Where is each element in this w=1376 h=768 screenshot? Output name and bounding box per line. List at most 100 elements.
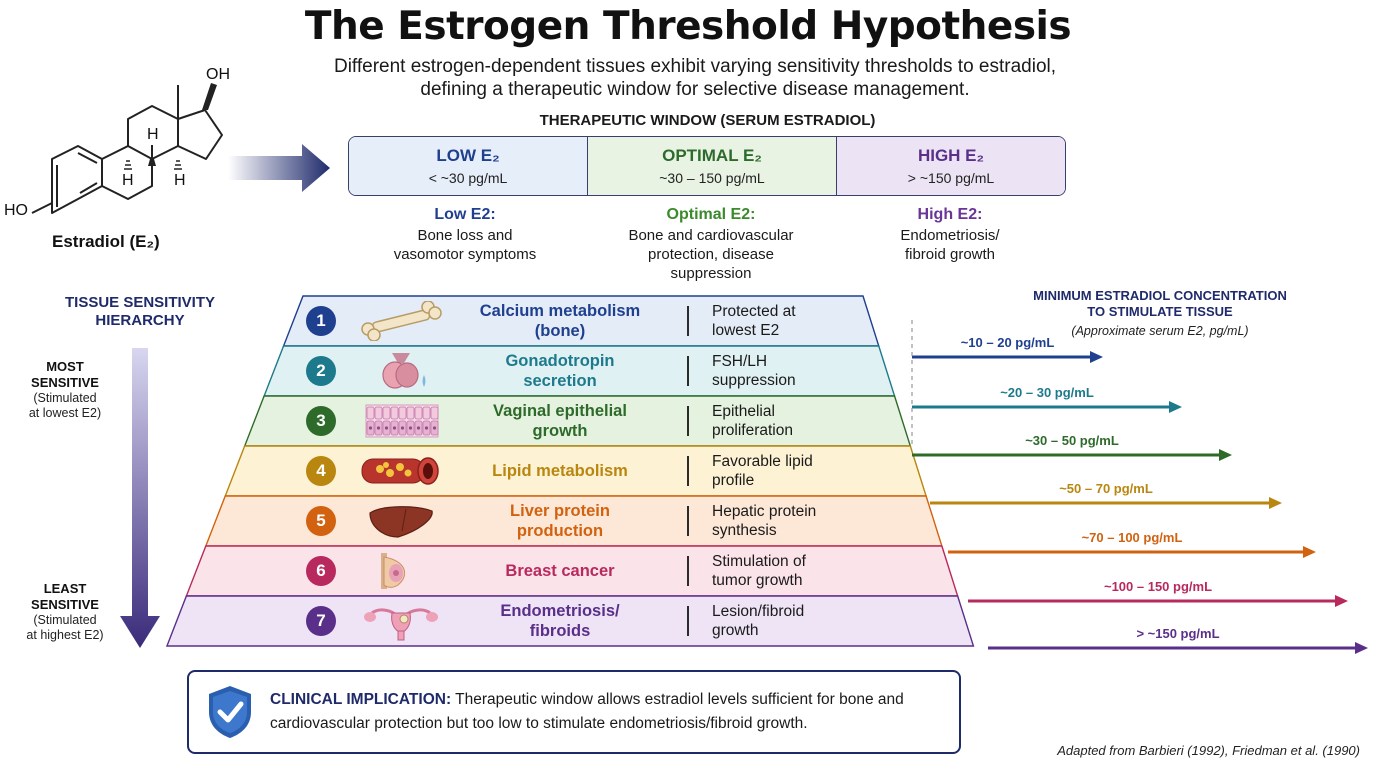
window-segment-optimal-range: ~30 – 150 pg/mL	[659, 170, 765, 186]
tissue-effect-6-line-2: tumor growth	[712, 572, 803, 589]
tissue-name-1-line-1: Calcium metabolism	[479, 302, 641, 320]
clinical-implication-box	[187, 670, 961, 754]
threshold-arrowhead-5	[1303, 546, 1316, 558]
window-segment-low: LOW E₂ < ~30 pg/mL	[349, 137, 588, 195]
clinical-text-line-1: Therapeutic window allows estradiol leve…	[451, 691, 904, 708]
tissue-effect-2: FSH/LH suppression	[712, 352, 796, 390]
clinical-text-line-2: cardiovascular protection but too low to…	[270, 715, 808, 732]
hierarchy-title: TISSUE SENSITIVITY HIERARCHY	[40, 294, 240, 330]
tissue-name-7-line-2: fibroids	[529, 622, 591, 640]
tissue-name-5-line-2: production	[516, 522, 604, 540]
tissue-effect-2-line-1: FSH/LH	[712, 353, 768, 370]
pyramid-tier-7	[165, 595, 975, 647]
tier-number-5: 5	[306, 506, 336, 536]
most-line-4: at lowest E2)	[28, 406, 102, 420]
high-e2-description: High E2: Endometriosis/ fibroid growth	[850, 205, 1050, 264]
tier-number-4: 4	[306, 456, 336, 486]
most-line-1: MOST	[46, 359, 84, 374]
tissue-effect-1-line-1: Protected at	[712, 303, 796, 320]
hierarchy-title-line-2: HIERARCHY	[95, 312, 185, 329]
tier-separator-7	[687, 606, 689, 636]
optimal-e2-line-3: suppression	[670, 265, 752, 282]
tier-separator-3	[687, 406, 689, 436]
threshold-range-label-3: ~30 – 50 pg/mL	[1025, 433, 1119, 448]
bone-icon	[358, 300, 444, 342]
least-line-1: LEAST	[43, 581, 87, 596]
high-e2-line-2: fibroid growth	[904, 246, 996, 263]
threshold-arrowhead-1	[1090, 351, 1103, 363]
least-line-2: SENSITIVE	[31, 597, 99, 612]
hydrogen-label-2: H	[122, 172, 134, 189]
tissue-effect-2-line-2: suppression	[712, 372, 796, 389]
high-e2-heading: High E2:	[917, 206, 983, 223]
page-title: The Estrogen Threshold Hypothesis	[304, 4, 1072, 49]
low-e2-heading: Low E2:	[434, 206, 496, 223]
most-line-3: (Stimulated	[33, 391, 97, 405]
tissue-effect-4-line-1: Favorable lipid	[712, 453, 813, 470]
subtitle-line-2: defining a therapeutic window for select…	[420, 79, 970, 100]
uterus-icon	[358, 601, 444, 641]
threshold-range-label-1: ~10 – 20 pg/mL	[960, 335, 1055, 350]
threshold-arrowhead-3	[1219, 449, 1232, 461]
least-sensitive-label: LEAST SENSITIVE (Stimulated at highest E…	[10, 581, 120, 643]
tissue-effect-5-line-2: synthesis	[712, 522, 777, 539]
most-sensitive-label: MOST SENSITIVE (Stimulated at lowest E2)	[10, 359, 120, 421]
optimal-e2-description: Optimal E2: Bone and cardiovascular prot…	[595, 205, 827, 283]
clinical-implication-text: CLINICAL IMPLICATION: Therapeutic window…	[270, 688, 940, 736]
tier-number-6: 6	[306, 556, 336, 586]
optimal-e2-line-2: protection, disease	[648, 246, 774, 263]
epithelium-icon	[358, 401, 444, 441]
min-title-line-1: MINIMUM ESTRADIOL CONCENTRATION	[1033, 288, 1287, 303]
window-segment-optimal-label: OPTIMAL E₂	[662, 146, 762, 165]
sensitivity-down-arrow-icon	[120, 348, 160, 648]
tier-number-2: 2	[306, 356, 336, 386]
threshold-range-label-2: ~20 – 30 pg/mL	[1000, 385, 1094, 400]
tissue-effect-5: Hepatic protein synthesis	[712, 502, 816, 540]
tissue-name-6-line-1: Breast cancer	[505, 562, 615, 580]
therapeutic-window-header: THERAPEUTIC WINDOW (SERUM ESTRADIOL)	[539, 112, 876, 129]
hierarchy-title-line-1: TISSUE SENSITIVITY	[64, 294, 216, 311]
molecule-name: Estradiol (E₂)	[52, 232, 160, 251]
right-arrow-icon	[228, 144, 330, 192]
tissue-effect-5-line-1: Hepatic protein	[712, 503, 817, 520]
tier-separator-5	[687, 506, 689, 536]
hydrogen-label-1: H	[147, 126, 159, 143]
tissue-effect-7-line-1: Lesion/fibroid	[712, 603, 805, 620]
most-line-2: SENSITIVE	[31, 375, 99, 390]
window-segment-optimal: OPTIMAL E₂ ~30 – 150 pg/mL	[588, 137, 837, 195]
min-concentration-subtitle: (Approximate serum E2, pg/mL)	[1071, 324, 1249, 338]
window-segment-high-label: HIGH E₂	[917, 146, 985, 165]
threshold-range-label-5: ~70 – 100 pg/mL	[1081, 530, 1183, 545]
threshold-arrowhead-2	[1169, 401, 1182, 413]
hydroxyl-label-top: OH	[206, 66, 230, 83]
threshold-range-label-7: > ~150 pg/mL	[1136, 626, 1220, 641]
subtitle-line-1: Different estrogen-dependent tissues exh…	[333, 56, 1057, 77]
tissue-name-4-line-1: Lipid metabolism	[492, 462, 628, 480]
tissue-name-5-line-1: Liver protein	[510, 502, 610, 520]
tissue-name-5: Liver protein production	[470, 501, 650, 541]
least-line-4: at highest E2)	[26, 628, 104, 642]
liver-icon	[358, 501, 444, 541]
artery-icon	[358, 451, 444, 491]
tissue-name-2-line-1: Gonadotropin	[505, 352, 615, 370]
min-concentration-title: MINIMUM ESTRADIOL CONCENTRATION TO STIMU…	[1000, 288, 1320, 320]
pituitary-icon	[358, 351, 444, 391]
tissue-name-3-line-1: Vaginal epithelial	[493, 402, 627, 420]
tissue-name-4: Lipid metabolism	[470, 461, 650, 481]
low-e2-line-1: Bone loss and	[417, 227, 513, 244]
tier-separator-2	[687, 356, 689, 386]
window-segment-high: HIGH E₂ > ~150 pg/mL	[837, 137, 1065, 195]
tissue-name-1: Calcium metabolism(bone)	[470, 301, 650, 341]
min-title-line-2: TO STIMULATE TISSUE	[1087, 304, 1233, 319]
tier-number-7: 7	[306, 606, 336, 636]
tissue-effect-7-line-2: growth	[712, 622, 759, 639]
estradiol-structure	[31, 83, 223, 214]
tissue-effect-4-line-2: profile	[712, 472, 755, 489]
optimal-e2-line-1: Bone and cardiovascular	[628, 227, 794, 244]
hydroxyl-label-left: HO	[4, 202, 28, 219]
